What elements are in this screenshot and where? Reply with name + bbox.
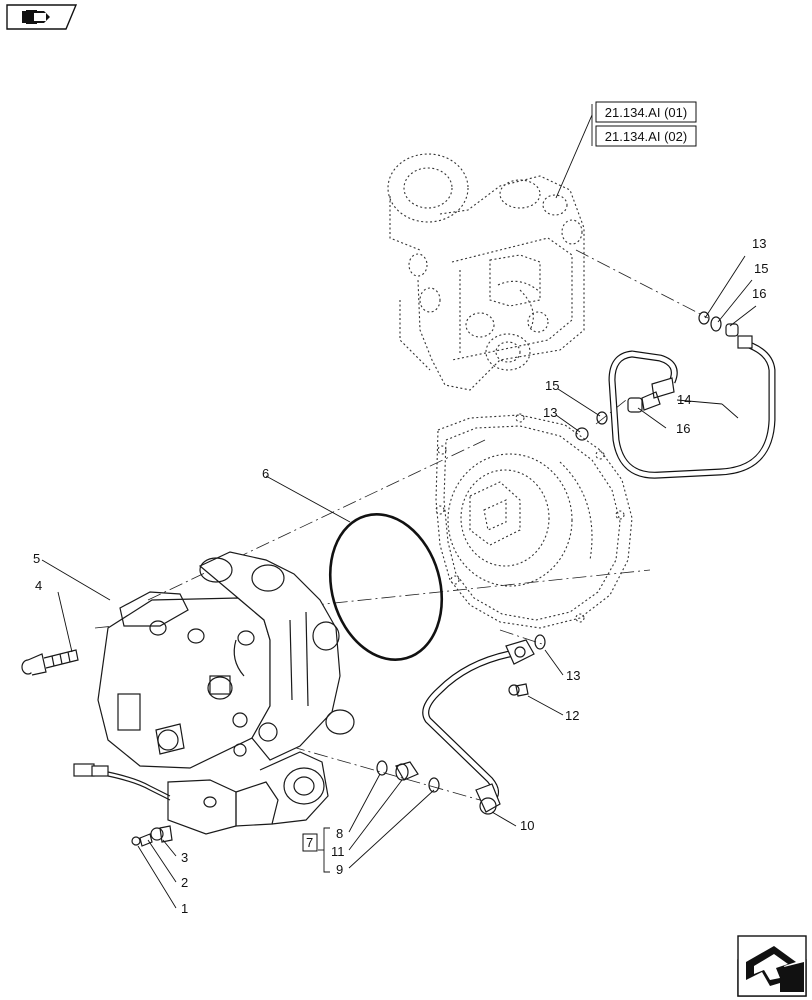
- ghost-valve-block: [387, 153, 585, 391]
- callout-6: 6: [262, 466, 269, 481]
- callout-16: 16: [676, 421, 690, 436]
- callout-10: 10: [520, 818, 534, 833]
- reference-box-group: 21.134.AI (01) 21.134.AI (02): [555, 101, 697, 199]
- callout-15: 15: [545, 378, 559, 393]
- ghost-flywheel-housing: [435, 413, 633, 629]
- o-ring-6: [328, 513, 444, 661]
- pipe-10: [422, 634, 546, 815]
- small-fittings-1-3: [131, 825, 173, 847]
- bolt-4: [21, 649, 79, 676]
- callout-1: 1: [181, 901, 188, 916]
- reference-label-1: 21.134.AI (01): [605, 105, 687, 120]
- callout-11: 11: [331, 844, 345, 859]
- hydraulic-pump: [97, 551, 355, 835]
- reference-label-2: 21.134.AI (02): [605, 129, 687, 144]
- pipe-14: [608, 335, 776, 479]
- callout-7: 7: [306, 835, 313, 850]
- callout-9: 9: [336, 862, 343, 877]
- callout-2: 2: [181, 875, 188, 890]
- callout-4: 4: [35, 578, 42, 593]
- callout-3: 3: [181, 850, 188, 865]
- callout-13: 13: [752, 236, 766, 251]
- pen-and-tray-icon: [22, 10, 50, 24]
- top-nav-button[interactable]: [6, 4, 78, 30]
- next-page-arrow-icon: [746, 946, 804, 992]
- callout-labels: 13 15 16 14 15 13 16 6 5 4 13 12 10 3 2 …: [33, 236, 768, 916]
- kit-box-7: [302, 833, 318, 852]
- sensor-connector: [73, 763, 171, 801]
- callout-13: 13: [566, 668, 580, 683]
- callout-5: 5: [33, 551, 40, 566]
- fittings-8-9-11: [376, 760, 440, 793]
- callout-16: 16: [752, 286, 766, 301]
- callout-15: 15: [754, 261, 768, 276]
- leader-lines: [41, 255, 757, 909]
- next-page-button[interactable]: [737, 935, 807, 997]
- callout-8: 8: [336, 826, 343, 841]
- callout-13: 13: [543, 405, 557, 420]
- callout-14: 14: [677, 392, 691, 407]
- reference-box-2[interactable]: [595, 125, 697, 147]
- reference-box-1[interactable]: [595, 101, 697, 123]
- callout-12: 12: [565, 708, 579, 723]
